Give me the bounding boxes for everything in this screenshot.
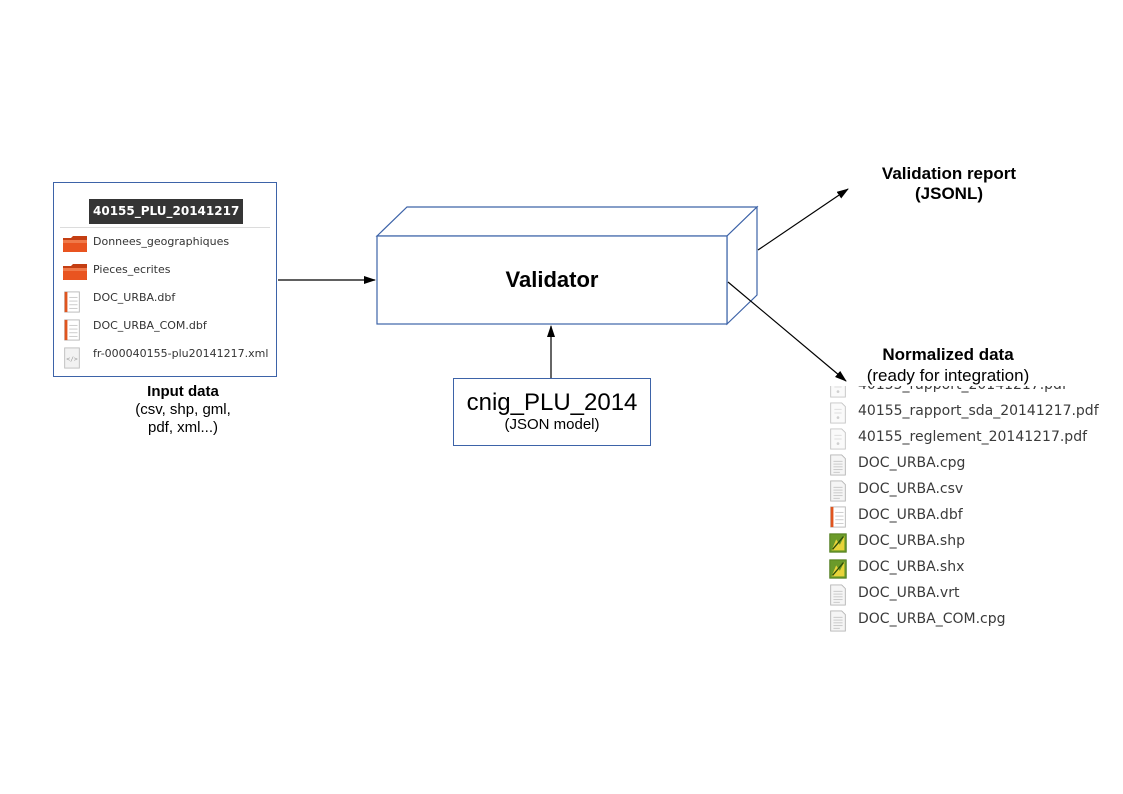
validation-report-label: Validation report (JSONL) [859,164,1039,204]
normalized-file-name: DOC_URBA.csv [858,481,964,497]
input-file-name: Pieces_ecrites [93,263,171,276]
validator-label: Validator [505,267,599,292]
svg-text:</>: </> [66,355,78,363]
folder-icon [62,263,88,286]
normalized-file-list: 40155_rapport_20141217.pdf 40155_rapport_… [828,386,1118,646]
text-file-icon [828,480,848,507]
dbf-file-icon [828,506,848,533]
input-file-item: Donnees_geographiques [62,232,272,260]
pdf-file-icon [828,386,848,403]
input-file-name: DOC_URBA_COM.dbf [93,319,207,332]
model-subtitle: (JSON model) [504,416,600,433]
normalized-file-item: DOC_URBA.csv [828,477,1118,503]
shapefile-icon [828,532,848,559]
report-line1: Validation report [881,164,1017,183]
text-file-icon [828,454,848,481]
normalized-file-item: DOC_URBA.dbf [828,503,1118,529]
input-folder-title: 40155_PLU_20141217 [89,199,244,224]
input-file-item: Pieces_ecrites [62,260,272,288]
input-caption-line1: (csv, shp, gml, [135,401,231,418]
input-file-name: Donnees_geographiques [93,235,230,248]
normalized-file-name: DOC_URBA_COM.cpg [858,611,1006,627]
normalized-file-name: DOC_URBA.cpg [858,455,966,471]
input-caption-line2: pdf, xml...) [147,419,218,436]
normalized-file-name: 40155_rapport_20141217.pdf [858,386,1067,397]
normalized-file-name: DOC_URBA.shp [858,533,965,549]
normalized-file-item: DOC_URBA.shx [828,555,1118,581]
input-file-browser: 40155_PLU_20141217 Donnees_geographiques… [53,182,277,377]
arrow-validator-to-report [757,188,849,251]
normalized-file-name: DOC_URBA.vrt [858,585,960,601]
input-file-name: DOC_URBA.dbf [93,291,176,304]
input-file-name: fr-000040155-plu20141217.xml [93,347,269,360]
pdf-file-icon [828,428,848,455]
shapefile-icon [828,558,848,585]
report-line2: (JSONL) [915,184,983,203]
normalized-subtitle: (ready for integration) [866,366,1030,385]
normalized-file-name: DOC_URBA.shx [858,559,965,575]
dbf-file-icon [62,319,82,346]
normalized-file-name: 40155_rapport_sda_20141217.pdf [858,403,1099,419]
arrow-validator-to-normalized [727,281,847,382]
model-name: cnig_PLU_2014 [466,389,638,416]
input-caption-title: Input data [147,383,219,400]
input-caption: Input data (csv, shp, gml, pdf, xml...) [85,383,281,437]
normalized-file-item: DOC_URBA.vrt [828,581,1118,607]
xml-file-icon: </> [62,347,82,374]
dbf-file-icon [62,291,82,318]
panel-divider [60,227,270,228]
normalized-file-item: 40155_rapport_sda_20141217.pdf [828,399,1118,425]
input-file-item: DOC_URBA_COM.dbf [62,316,272,344]
normalized-file-name: 40155_reglement_20141217.pdf [858,429,1088,445]
normalized-file-item: 40155_rapport_20141217.pdf [828,386,1118,399]
normalized-file-item: 40155_reglement_20141217.pdf [828,425,1118,451]
input-file-item: DOC_URBA.dbf [62,288,272,316]
pdf-file-icon [828,402,848,429]
json-model-box: cnig_PLU_2014 (JSON model) [453,378,651,446]
normalized-file-item: DOC_URBA_COM.cpg [828,607,1118,633]
text-file-icon [828,584,848,611]
normalized-data-label: Normalized data (ready for integration) [838,344,1058,386]
normalized-title: Normalized data [882,345,1014,364]
normalized-file-item: DOC_URBA.cpg [828,451,1118,477]
folder-icon [62,235,88,258]
input-file-item: </> fr-000040155-plu20141217.xml [62,344,272,372]
validator-box [375,205,759,326]
normalized-file-item: DOC_URBA.shp [828,529,1118,555]
text-file-icon [828,610,848,637]
normalized-file-name: DOC_URBA.dbf [858,507,963,523]
